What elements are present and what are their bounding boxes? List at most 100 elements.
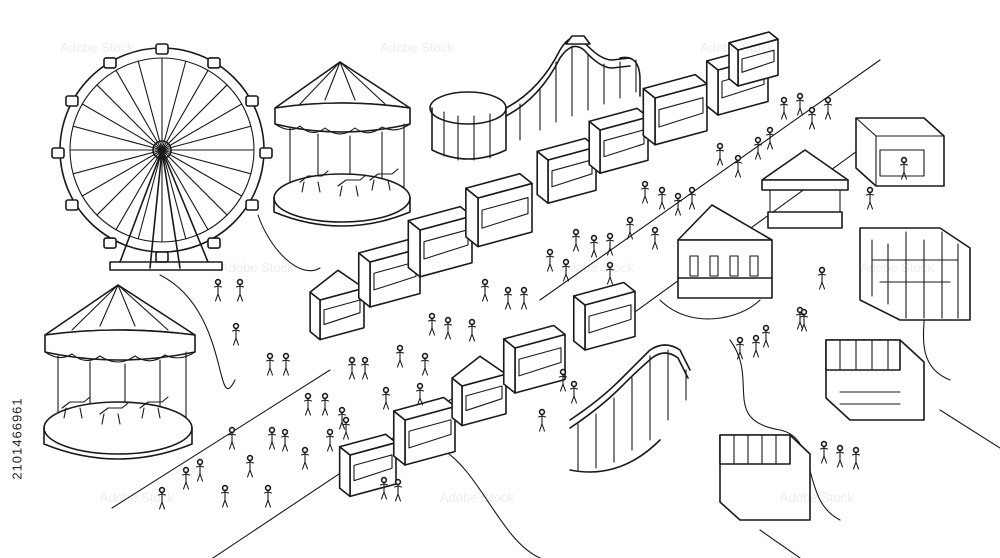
ferris-spoke	[162, 85, 227, 150]
person	[607, 263, 614, 284]
person	[327, 430, 334, 451]
person	[381, 478, 388, 499]
person	[469, 320, 476, 341]
person	[763, 326, 770, 347]
person	[809, 108, 816, 129]
person	[801, 310, 808, 331]
market-stall	[537, 138, 596, 203]
ferris-wheel	[52, 44, 272, 270]
carousel-bottom	[44, 285, 195, 459]
stock-id-label: 2101466961	[9, 396, 25, 480]
person	[362, 358, 369, 379]
person	[222, 486, 229, 507]
market-stall	[574, 283, 635, 351]
carousel-top	[274, 62, 410, 226]
market-stall	[408, 207, 472, 277]
person	[607, 234, 614, 255]
ferris-gondola	[156, 44, 168, 54]
person	[652, 228, 659, 249]
person	[395, 480, 402, 501]
ferris-spoke	[116, 70, 162, 150]
ferris-gondola	[208, 238, 220, 248]
ferris-spoke	[97, 150, 162, 215]
ferris-gondola	[66, 96, 78, 106]
person	[267, 354, 274, 375]
ferris-spoke	[138, 150, 162, 239]
person	[735, 156, 742, 177]
stall-row-bottom	[340, 283, 635, 497]
person	[825, 98, 832, 119]
person	[560, 370, 567, 391]
ferris-gondola	[52, 148, 64, 158]
person	[505, 288, 512, 309]
person	[819, 268, 826, 289]
ferris-spoke	[162, 150, 186, 239]
person	[737, 338, 744, 359]
person	[383, 388, 390, 409]
ferris-gondola	[156, 252, 168, 262]
person	[233, 324, 240, 345]
ferris-spoke	[162, 150, 227, 215]
crowd	[159, 94, 908, 509]
ferris-gondola	[246, 200, 258, 210]
person	[837, 446, 844, 467]
person	[305, 394, 312, 415]
awning-booth-right	[826, 340, 924, 420]
person	[797, 94, 804, 115]
person	[429, 314, 436, 335]
person	[591, 236, 598, 257]
ferris-spoke	[82, 104, 162, 150]
market-stall	[504, 326, 565, 394]
market-stall	[340, 434, 396, 496]
person	[349, 358, 356, 379]
ferris-spoke	[97, 85, 162, 150]
person	[821, 442, 828, 463]
person	[445, 318, 452, 339]
person	[159, 488, 166, 509]
ferris-spoke	[73, 150, 162, 174]
person	[215, 280, 222, 301]
person	[237, 280, 244, 301]
roller-coaster-bottom	[570, 345, 690, 472]
market-stall	[643, 75, 707, 145]
person	[853, 448, 860, 469]
person	[197, 460, 204, 481]
person	[229, 428, 236, 449]
person	[422, 354, 429, 375]
ferris-spoke	[73, 126, 162, 150]
person	[343, 418, 350, 439]
market-stall	[466, 174, 532, 247]
person	[627, 218, 634, 239]
person	[675, 194, 682, 215]
person	[573, 230, 580, 251]
person	[642, 182, 649, 203]
stall-row	[310, 32, 778, 340]
person	[283, 354, 290, 375]
ferris-spoke	[82, 150, 162, 196]
ferris-gondola	[104, 238, 116, 248]
person	[767, 128, 774, 149]
ferris-spoke	[116, 150, 162, 230]
ferris-gondola	[66, 200, 78, 210]
person	[322, 394, 329, 415]
person	[521, 288, 528, 309]
snack-booth	[678, 205, 772, 298]
person	[417, 384, 424, 405]
person	[482, 280, 489, 301]
market-stall	[394, 398, 455, 466]
person	[547, 250, 554, 271]
person	[659, 188, 666, 209]
person	[781, 98, 788, 119]
person	[183, 468, 190, 489]
person	[689, 188, 696, 209]
ferris-gondola	[260, 148, 272, 158]
ferris-gondola	[208, 58, 220, 68]
person	[563, 260, 570, 281]
ferris-spoke	[162, 70, 208, 150]
ferris-spoke	[162, 126, 251, 150]
person	[282, 430, 289, 451]
ferris-gondola	[246, 96, 258, 106]
market-stall	[729, 32, 778, 86]
person	[269, 428, 276, 449]
